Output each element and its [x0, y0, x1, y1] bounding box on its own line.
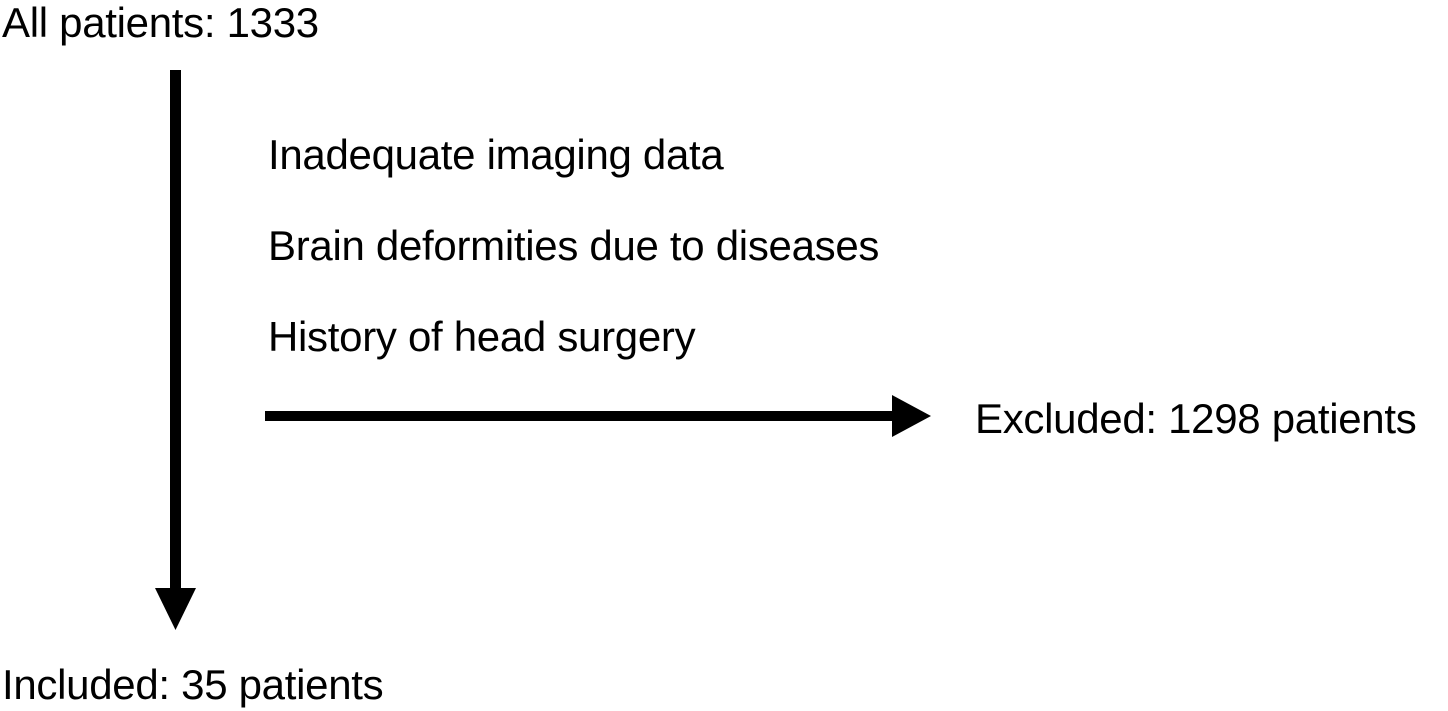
- exclusion-criterion-inadequate-imaging: Inadequate imaging data: [268, 131, 724, 178]
- exclusion-arrow-shaft: [265, 411, 895, 421]
- exclusion-arrow: [265, 395, 931, 437]
- excluded-patients-label: Excluded: 1298 patients: [975, 395, 1417, 442]
- included-patients-label: Included: 35 patients: [2, 661, 384, 708]
- main-flow-arrow-head: [155, 588, 196, 630]
- main-flow-arrow-shaft: [170, 70, 181, 592]
- exclusion-criterion-brain-deformities: Brain deformities due to diseases: [268, 222, 880, 269]
- exclusion-criterion-head-surgery: History of head surgery: [268, 313, 696, 360]
- all-patients-label: All patients: 1333: [2, 0, 319, 46]
- exclusion-arrow-head: [892, 395, 931, 437]
- main-flow-arrow: [155, 70, 196, 630]
